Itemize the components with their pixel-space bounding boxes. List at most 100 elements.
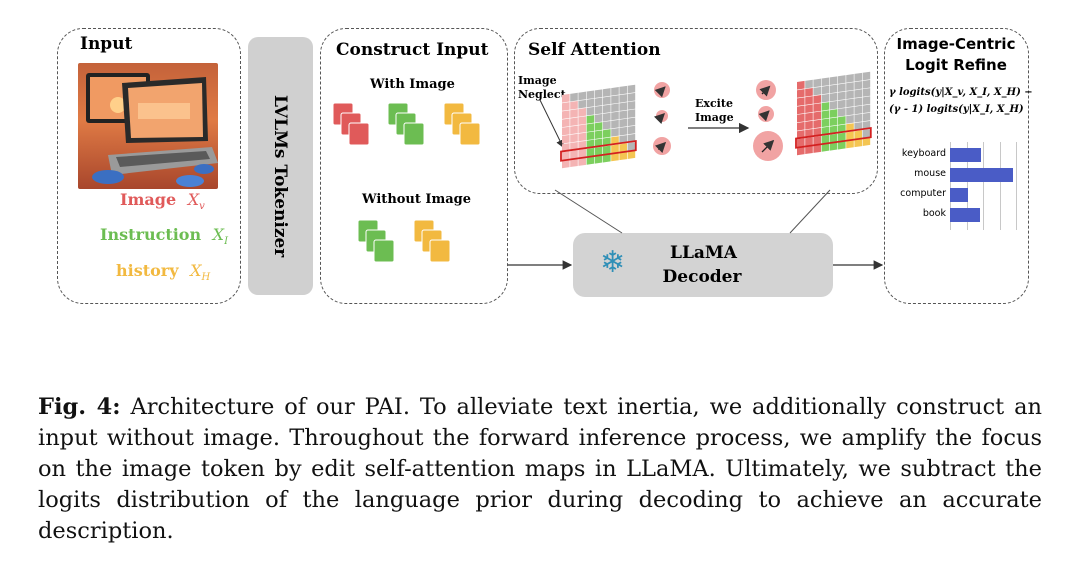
attention-cell <box>797 113 805 123</box>
laptop-photo <box>78 63 218 189</box>
attention-cell <box>570 117 578 127</box>
attention-cell <box>838 140 846 150</box>
attention-cell <box>838 99 846 109</box>
attention-cell <box>829 125 838 135</box>
refine-title-line1: Image-Centric <box>896 35 1016 53</box>
attention-cell <box>619 126 628 136</box>
attention-cell <box>603 88 611 97</box>
attention-cell <box>627 142 636 151</box>
attention-cell <box>603 137 611 147</box>
attention-cell <box>594 154 603 164</box>
attention-cell <box>611 103 619 113</box>
attention-cell <box>838 132 846 142</box>
attention-cell <box>611 95 619 104</box>
attention-cell <box>797 138 805 148</box>
attention-cell <box>829 133 838 143</box>
attention-cell <box>846 123 854 132</box>
attention-cell <box>797 89 805 98</box>
attention-cell <box>562 126 570 136</box>
excite-image-label: Excite Image <box>695 97 734 124</box>
attention-cell <box>797 97 805 106</box>
attention-cell <box>611 128 619 137</box>
caption-fig-label: Fig. 4: <box>38 394 121 420</box>
attention-cell <box>586 115 595 124</box>
attention-cell <box>594 146 603 156</box>
attention-cell <box>854 81 863 90</box>
chart-gridline <box>1016 142 1017 230</box>
chart-category-label: keyboard <box>901 148 946 159</box>
attention-cell <box>627 92 636 102</box>
attention-cell <box>805 87 813 97</box>
chart-bar-computer <box>950 188 969 202</box>
attention-cell <box>821 118 830 128</box>
attention-cell <box>627 109 636 118</box>
attention-cell <box>603 112 611 122</box>
attention-cell <box>805 120 813 130</box>
chart-bar-book <box>950 208 981 222</box>
attention-cell <box>619 110 628 120</box>
attention-cell <box>797 130 805 139</box>
attention-cell <box>562 93 570 103</box>
attention-cell <box>821 143 830 152</box>
construct-input-panel <box>320 28 508 304</box>
attention-cell <box>821 134 830 144</box>
attention-cell <box>611 87 619 96</box>
attention-cell <box>594 89 603 98</box>
attention-cell <box>611 152 619 162</box>
attention-cell <box>838 124 846 134</box>
attention-cell <box>611 119 619 129</box>
attention-cell <box>813 127 821 137</box>
attn-circle-small-1-arrow <box>654 86 666 98</box>
attention-cell <box>813 144 821 153</box>
attention-cell <box>854 138 863 148</box>
attention-cell <box>854 122 863 131</box>
attention-cell <box>838 91 846 101</box>
attention-cell <box>562 151 570 161</box>
attention-cell <box>611 136 619 145</box>
image-token-stack <box>348 122 370 146</box>
attention-cell <box>619 151 628 161</box>
attention-cell <box>821 85 830 95</box>
attention-cell <box>854 105 863 115</box>
attention-cell <box>829 117 838 126</box>
attention-cell <box>838 75 846 84</box>
attention-cell <box>627 133 636 143</box>
attention-cell <box>570 141 578 151</box>
attention-cell <box>854 72 863 82</box>
image-neglect-label: Image Neglect <box>518 74 566 101</box>
with-image-label: With Image <box>370 77 455 92</box>
caption-text: Architecture of our PAI. To alleviate te… <box>38 394 1042 544</box>
attention-cell <box>570 100 578 110</box>
decoder-line2: Decoder <box>662 267 742 287</box>
attention-cell <box>805 128 813 138</box>
chart-category-label: book <box>922 208 946 219</box>
attention-cell <box>805 79 813 89</box>
attention-cell <box>578 91 586 101</box>
image-label: Image Xv <box>120 190 205 213</box>
neglect-attention-map <box>560 84 637 169</box>
attention-cell <box>586 147 595 157</box>
attention-cell <box>838 116 846 125</box>
attention-cell <box>570 158 578 168</box>
attn-circle-small-3-arrow <box>655 141 667 153</box>
refine-formula-line1: γ logits(y|X_v, X_I, X_H) − <box>889 87 1033 98</box>
attention-cell <box>846 90 854 100</box>
attention-cell <box>821 126 830 136</box>
attention-cell <box>603 145 611 155</box>
attention-cell <box>854 113 863 123</box>
input-title: Input <box>80 34 133 54</box>
attention-cell <box>594 130 603 139</box>
attention-cell <box>829 100 838 110</box>
attention-cell <box>619 94 628 103</box>
snowflake-icon: ❄ <box>600 245 626 280</box>
attention-cell <box>862 88 871 97</box>
construct-input-title: Construct Input <box>336 40 489 60</box>
attention-cell <box>813 78 821 88</box>
attention-cell <box>813 86 821 96</box>
attention-cell <box>829 92 838 102</box>
attention-cell <box>594 97 603 107</box>
attention-cell <box>586 156 595 165</box>
attention-cell <box>846 98 854 108</box>
